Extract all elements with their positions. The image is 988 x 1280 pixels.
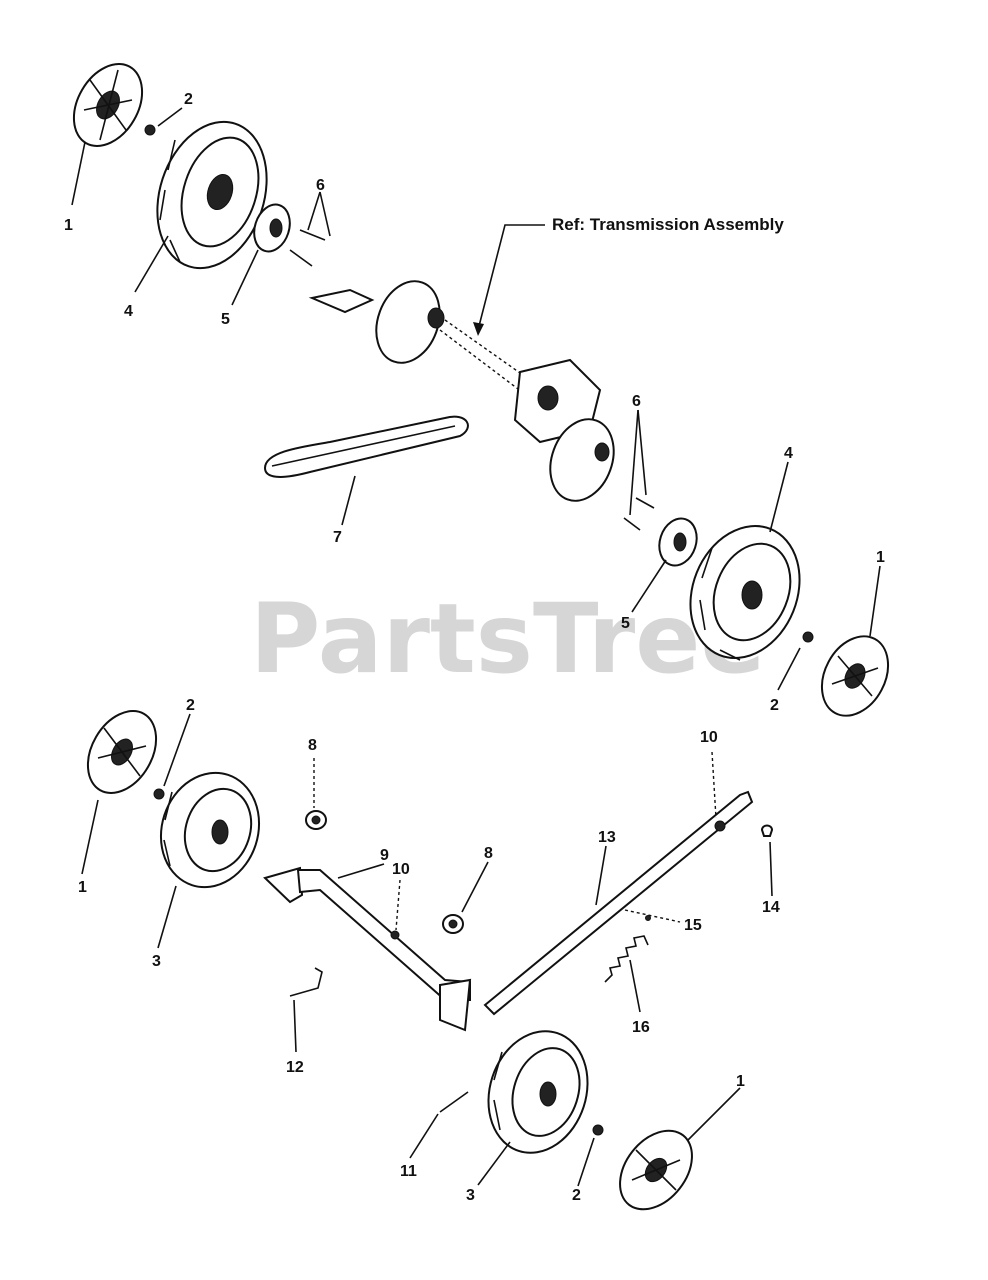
callout-12-clip: 12: [286, 1059, 304, 1076]
callout-7-belt: 7: [333, 529, 342, 546]
front-axle: [263, 866, 472, 1032]
callout-labels: 1 2 4 5 6 6 4 7 5 1 2 2 1 3 8 9 10 8 13 …: [64, 91, 885, 1204]
hub-cap-bottom-left: [86, 710, 158, 794]
pin-right-b: [623, 517, 641, 531]
callout-1-bottom-left: 1: [78, 879, 87, 896]
callout-6-top: 6: [316, 177, 325, 194]
callout-16-spring: 16: [632, 1019, 650, 1036]
callout-1-top-left: 1: [64, 217, 73, 234]
callout-2-right: 2: [770, 697, 779, 714]
callout-8-middle: 8: [484, 845, 493, 862]
callout-2-bottom-right: 2: [572, 1187, 581, 1204]
wheel-top-left: [156, 120, 268, 270]
clip: [289, 967, 323, 997]
callout-1-right: 1: [876, 549, 885, 566]
leader-lines: [71, 107, 881, 1187]
nut-right: [802, 631, 814, 643]
nut-top-left: [144, 124, 156, 136]
callout-9-axle: 9: [380, 847, 389, 864]
belt: [263, 415, 469, 478]
callout-10-right: 10: [700, 729, 718, 746]
ref-leader-line: [477, 224, 545, 331]
wheel-bottom-left: [159, 771, 261, 889]
pin-top-left-b: [289, 249, 313, 267]
wheel-bottom-right: [487, 1030, 589, 1154]
hub-cap-bottom-right: [619, 1129, 693, 1211]
pin-top-left-a: [299, 229, 326, 241]
callout-2-top-left: 2: [184, 91, 193, 108]
height-adjust-rod: [483, 790, 774, 1016]
bushing-upper: [305, 810, 327, 830]
callout-5-right: 5: [621, 615, 630, 632]
callout-4-right: 4: [784, 445, 793, 462]
callout-3-bottom-left: 3: [152, 953, 161, 970]
wheel-right: [689, 525, 801, 661]
hub-cap-right: [820, 635, 890, 717]
callout-11-pin: 11: [400, 1163, 417, 1180]
callout-6-right: 6: [632, 393, 641, 410]
callout-5-top-left: 5: [221, 311, 230, 328]
watermark: PartsTree: [250, 583, 765, 695]
ref-arrowhead: [473, 322, 484, 336]
pin-15: [645, 915, 651, 921]
ref-transmission-label: Ref: Transmission Assembly: [552, 215, 784, 234]
transmission-assembly: [308, 280, 615, 502]
callout-3-bottom-right: 3: [466, 1187, 475, 1204]
callout-13-rod: 13: [598, 829, 616, 846]
gear-top-left: [253, 203, 291, 253]
pin-11: [439, 1091, 469, 1113]
callout-4-top-left: 4: [124, 303, 133, 320]
gear-right: [658, 517, 698, 567]
callout-1-bottom-right: 1: [736, 1073, 745, 1090]
bushing-middle: [442, 914, 464, 934]
callout-8-upper: 8: [308, 737, 317, 754]
hub-cap-top-left: [72, 63, 144, 147]
callout-15: 15: [684, 917, 702, 934]
nut-bottom-right: [592, 1124, 604, 1136]
spring: [604, 935, 649, 983]
callout-10-axle: 10: [392, 861, 410, 878]
nut-10-right-leader: [711, 751, 717, 819]
pin-right-a: [635, 497, 655, 509]
nut-bottom-left: [153, 788, 165, 800]
callout-14: 14: [762, 899, 780, 916]
pin-15-leader: [624, 909, 681, 923]
callout-2-bottom-left: 2: [186, 697, 195, 714]
